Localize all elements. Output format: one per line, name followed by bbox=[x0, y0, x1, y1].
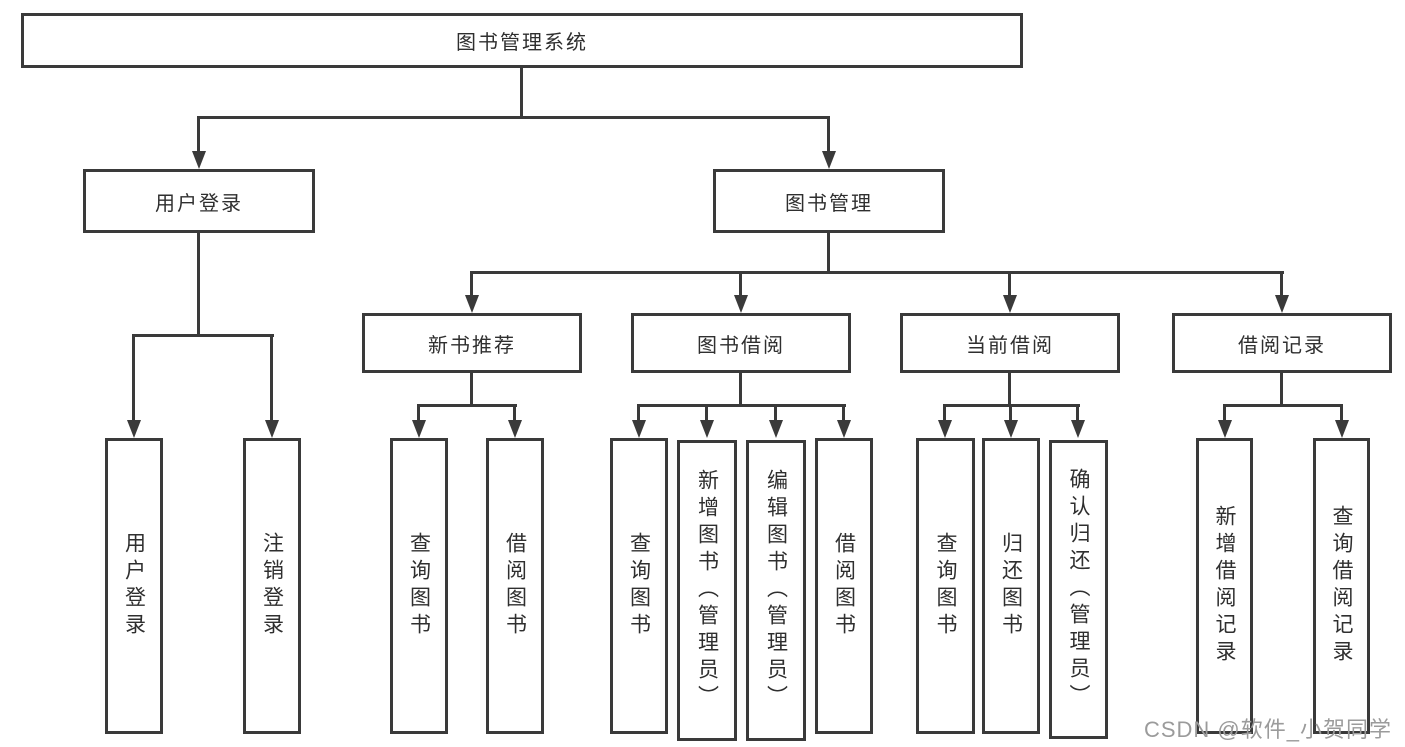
arrow-down-icon bbox=[1335, 420, 1349, 438]
leaf-borrow-books-2-label: 借阅图书 bbox=[832, 532, 856, 640]
leaf-logout: 注销登录 bbox=[243, 438, 301, 734]
arrow-down-icon bbox=[1071, 420, 1085, 438]
connector-borrow-record-branch bbox=[1223, 404, 1343, 407]
connector-leaf bbox=[417, 404, 420, 422]
arrow-down-icon bbox=[192, 151, 206, 169]
arrow-down-icon bbox=[632, 420, 646, 438]
leaf-return-books-label: 归还图书 bbox=[999, 532, 1023, 640]
connector-book-management-stem bbox=[827, 233, 830, 274]
node-borrow-record: 借阅记录 bbox=[1172, 313, 1392, 373]
node-user-login: 用户登录 bbox=[83, 169, 315, 233]
arrow-down-icon bbox=[265, 420, 279, 438]
connector-to-book-management bbox=[827, 116, 830, 153]
leaf-edit-book-admin-label: 编辑图书（管理员） bbox=[764, 469, 788, 712]
node-book-borrow-label: 图书借阅 bbox=[697, 334, 785, 357]
connector-to-current-borrow bbox=[1008, 271, 1011, 297]
leaf-query-books-1: 查询图书 bbox=[390, 438, 448, 734]
arrow-down-icon bbox=[1275, 295, 1289, 313]
connector-leaf bbox=[842, 404, 845, 422]
leaf-borrow-books-1: 借阅图书 bbox=[486, 438, 544, 734]
connector-leaf bbox=[1009, 404, 1012, 422]
leaf-user-login-label: 用户登录 bbox=[122, 532, 146, 640]
connector-book-management-branch bbox=[470, 271, 1284, 274]
arrow-down-icon bbox=[938, 420, 952, 438]
leaf-confirm-return-admin-label: 确认归还（管理员） bbox=[1067, 468, 1090, 711]
connector-to-new-book bbox=[470, 271, 473, 297]
node-current-borrow: 当前借阅 bbox=[900, 313, 1120, 373]
connector-leaf bbox=[1223, 404, 1226, 422]
leaf-add-book-admin-label: 新增图书（管理员） bbox=[695, 469, 719, 712]
leaf-query-borrow-record-label: 查询借阅记录 bbox=[1330, 505, 1353, 667]
arrow-down-icon bbox=[769, 420, 783, 438]
connector-user-login-branch bbox=[132, 334, 274, 337]
connector-current-borrow-stem bbox=[1008, 373, 1011, 407]
arrow-down-icon bbox=[508, 420, 522, 438]
connector-to-user-login bbox=[197, 116, 200, 153]
leaf-query-books-2-label: 查询图书 bbox=[627, 532, 651, 640]
node-root: 图书管理系统 bbox=[21, 13, 1023, 68]
leaf-add-borrow-record: 新增借阅记录 bbox=[1196, 438, 1253, 734]
node-book-management-label: 图书管理 bbox=[785, 192, 873, 215]
node-borrow-record-label: 借阅记录 bbox=[1238, 334, 1326, 357]
leaf-edit-book-admin: 编辑图书（管理员） bbox=[746, 440, 806, 741]
connector-leaf bbox=[774, 404, 777, 422]
leaf-query-books-2: 查询图书 bbox=[610, 438, 668, 734]
leaf-add-borrow-record-label: 新增借阅记录 bbox=[1213, 505, 1236, 667]
connector-leaf bbox=[1076, 404, 1079, 422]
connector-leaf bbox=[513, 404, 516, 422]
leaf-borrow-books-1-label: 借阅图书 bbox=[503, 532, 527, 640]
connector-new-book-branch bbox=[417, 404, 517, 407]
connector-book-borrow-stem bbox=[739, 373, 742, 407]
node-root-label: 图书管理系统 bbox=[456, 32, 588, 54]
arrow-down-icon bbox=[1218, 420, 1232, 438]
connector-to-leaf-logout bbox=[270, 334, 273, 420]
leaf-add-book-admin: 新增图书（管理员） bbox=[677, 440, 737, 741]
connector-to-borrow-record bbox=[1280, 271, 1283, 297]
node-new-book-recommend-label: 新书推荐 bbox=[428, 334, 516, 357]
leaf-user-login: 用户登录 bbox=[105, 438, 163, 734]
node-book-management: 图书管理 bbox=[713, 169, 945, 233]
leaf-logout-label: 注销登录 bbox=[260, 532, 284, 640]
arrow-down-icon bbox=[1004, 420, 1018, 438]
connector-root-branch bbox=[197, 116, 830, 119]
arrow-down-icon bbox=[1003, 295, 1017, 313]
node-user-login-label: 用户登录 bbox=[155, 192, 243, 215]
connector-leaf bbox=[1340, 404, 1343, 422]
csdn-watermark: CSDN @软件_小贺同学 bbox=[1143, 717, 1392, 742]
leaf-borrow-books-2: 借阅图书 bbox=[815, 438, 873, 734]
connector-book-borrow-branch bbox=[637, 404, 846, 407]
leaf-query-books-3: 查询图书 bbox=[916, 438, 975, 734]
connector-root-stem bbox=[520, 66, 523, 118]
arrow-down-icon bbox=[700, 420, 714, 438]
arrow-down-icon bbox=[412, 420, 426, 438]
arrow-down-icon bbox=[822, 151, 836, 169]
arrow-down-icon bbox=[127, 420, 141, 438]
leaf-query-books-3-label: 查询图书 bbox=[934, 532, 957, 640]
node-current-borrow-label: 当前借阅 bbox=[966, 334, 1054, 357]
arrow-down-icon bbox=[734, 295, 748, 313]
arrow-down-icon bbox=[465, 295, 479, 313]
connector-leaf bbox=[705, 404, 708, 422]
connector-borrow-record-stem bbox=[1280, 373, 1283, 407]
connector-to-book-borrow bbox=[739, 271, 742, 297]
connector-leaf bbox=[943, 404, 946, 422]
arrow-down-icon bbox=[837, 420, 851, 438]
leaf-query-books-1-label: 查询图书 bbox=[407, 532, 431, 640]
leaf-return-books: 归还图书 bbox=[982, 438, 1040, 734]
leaf-confirm-return-admin: 确认归还（管理员） bbox=[1049, 440, 1108, 739]
connector-user-login-stem bbox=[197, 233, 200, 337]
connector-to-leaf-user-login bbox=[132, 334, 135, 420]
connector-leaf bbox=[637, 404, 640, 422]
node-book-borrow: 图书借阅 bbox=[631, 313, 851, 373]
leaf-query-borrow-record: 查询借阅记录 bbox=[1313, 438, 1370, 734]
connector-new-book-stem bbox=[470, 373, 473, 407]
node-new-book-recommend: 新书推荐 bbox=[362, 313, 582, 373]
